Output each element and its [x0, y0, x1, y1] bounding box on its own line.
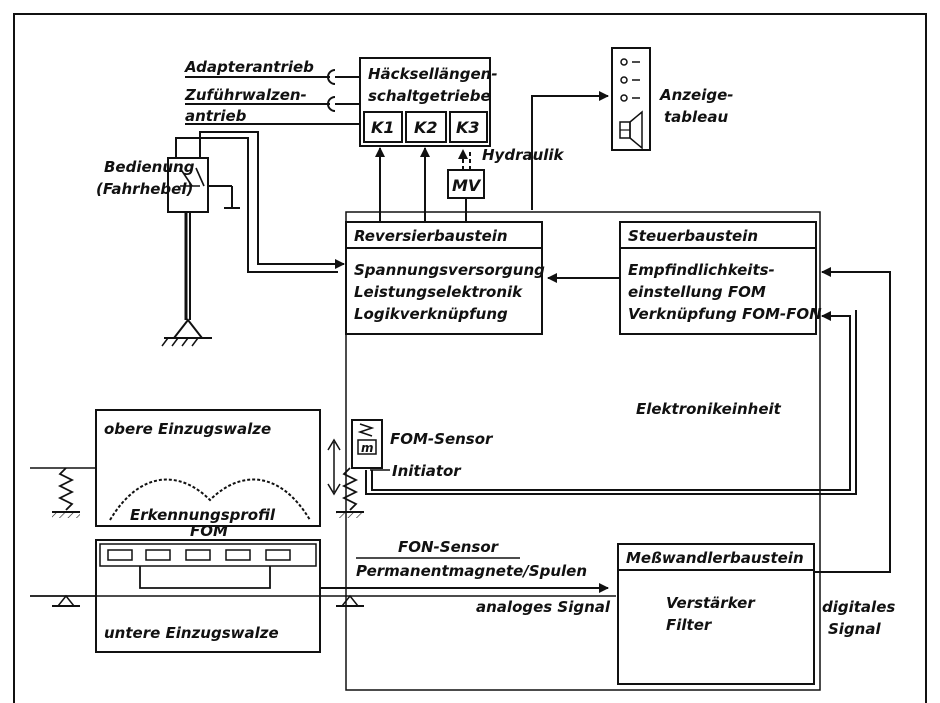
upper-roller: obere Einzugswalze Erkennungsprofil FOM — [95, 409, 321, 540]
fon-sensor-label: FON-Sensor — [398, 538, 500, 556]
bedienung-label-2: (Fahrhebel) — [96, 180, 193, 198]
fom-signal-line — [371, 311, 851, 491]
mess-title: Meßwandlerbaustein — [626, 549, 804, 567]
fom-sensor: m FOM-Sensor Initiator — [351, 419, 494, 480]
k3-label: K3 — [456, 118, 480, 137]
mess-line-1: Verstärker — [666, 594, 756, 612]
reversier-title: Reversierbaustein — [354, 227, 508, 245]
digital-label-1: digitales — [822, 598, 895, 616]
lamp-icon — [620, 76, 628, 84]
mess-line-2: Filter — [666, 616, 713, 634]
digital-label-2: Signal — [828, 620, 881, 638]
initiator-label: Initiator — [392, 462, 462, 480]
fom-sensor-label: FOM-Sensor — [390, 430, 494, 448]
erkennung-label-2: FOM — [190, 522, 228, 540]
obere-label: obere Einzugswalze — [104, 420, 271, 438]
erkennung-label-1: Erkennungsprofil — [130, 506, 276, 524]
reversier-line-2: Leistungselektronik — [354, 283, 523, 301]
bedienung-label-1: Bedienung — [104, 158, 195, 176]
operator-lever: Bedienung (Fahrhebel) — [96, 157, 240, 347]
mass-label: m — [361, 441, 374, 455]
mess-module: Meßwandlerbaustein Verstärker Filter — [617, 543, 815, 685]
adapter-drive: Adapterantrieb — [184, 58, 360, 85]
pivot-right-icon — [336, 594, 364, 607]
elektronik-label: Elektronikeinheit — [636, 400, 782, 418]
adapterantrieb-label: Adapterantrieb — [184, 58, 314, 76]
speaker-icon — [619, 110, 643, 150]
mv-valve: MV Hydraulik — [447, 146, 565, 222]
spring-left-icon — [30, 467, 96, 518]
spring-right-icon — [336, 467, 364, 518]
anzeige-label-2: tableau — [664, 108, 728, 126]
outer-border — [13, 13, 927, 703]
anzeige-label-1: Anzeige- — [659, 86, 733, 104]
lamp-icon — [620, 58, 628, 66]
hydraulik-label: Hydraulik — [482, 146, 565, 164]
lever-line-2 — [199, 131, 345, 269]
reversier-line-3: Logikverknüpfung — [354, 305, 508, 323]
zufuhr-label-2: antrieb — [185, 107, 247, 125]
steuer-line-3: Verknüpfung FOM-FON — [628, 305, 822, 323]
haecksel-gearbox: Häcksellängen- schaltgetriebe K1 K2 K3 — [359, 57, 498, 147]
pivot-left-icon — [30, 594, 96, 607]
haecksel-label-1: Häcksellängen- — [368, 65, 498, 83]
steuer-title: Steuerbaustein — [628, 227, 758, 245]
lamp-icon — [620, 94, 628, 102]
k1-label: K1 — [371, 118, 395, 137]
reversier-module: Reversierbaustein Spannungsversorgung Le… — [345, 221, 545, 335]
untere-label: untere Einzugswalze — [104, 624, 279, 642]
arrow-to-display — [531, 91, 609, 210]
steuer-line-1: Empfindlichkeits- — [628, 261, 775, 279]
fom-signal-line-2 — [365, 310, 857, 495]
mv-label: MV — [452, 176, 482, 195]
analog-signal-label: analoges Signal — [476, 598, 611, 616]
electronics-unit — [345, 211, 821, 691]
lever-line-1 — [175, 137, 338, 273]
feed-roller-drive: Zuführwalzen- antrieb — [184, 86, 360, 125]
steuer-module: Steuerbaustein Empfindlichkeits- einstel… — [619, 221, 822, 335]
steuer-line-2: einstellung FOM — [628, 283, 766, 301]
reversier-line-1: Spannungsversorgung — [354, 261, 545, 279]
display-panel: Anzeige- tableau — [611, 47, 733, 151]
k2-label: K2 — [414, 118, 438, 137]
fon-magnets-label: Permanentmagnete/Spulen — [356, 562, 587, 580]
haecksel-label-2: schaltgetriebe — [368, 87, 491, 105]
digital-signal-line — [814, 267, 891, 573]
zufuhr-label-1: Zuführwalzen- — [184, 86, 307, 104]
